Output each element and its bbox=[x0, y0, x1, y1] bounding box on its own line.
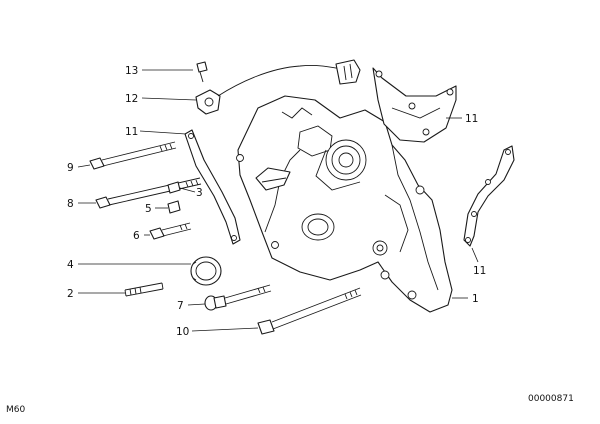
shaft-seal bbox=[190, 256, 222, 286]
label-8: 8 bbox=[67, 198, 74, 210]
label-5: 5 bbox=[145, 203, 152, 215]
gasket-left bbox=[184, 129, 241, 245]
sensor-with-cable bbox=[195, 59, 361, 115]
leader-lines bbox=[77, 69, 479, 332]
label-2: 2 bbox=[67, 288, 74, 300]
dowel-pin-5 bbox=[167, 200, 181, 214]
dowel-pin-3 bbox=[167, 181, 181, 194]
label-1: 1 bbox=[472, 293, 479, 305]
label-11-top-right: 11 bbox=[465, 113, 478, 125]
label-11-right: 11 bbox=[473, 265, 486, 277]
label-13: 13 bbox=[125, 65, 138, 77]
timing-case-cover bbox=[236, 95, 453, 313]
bolt-6 bbox=[149, 222, 192, 240]
diagram-number: 00000871 bbox=[528, 394, 574, 404]
label-6: 6 bbox=[133, 230, 140, 242]
label-11-left: 11 bbox=[125, 126, 138, 138]
label-3: 3 bbox=[196, 187, 203, 199]
bolt-10 bbox=[257, 287, 362, 335]
model-code: M60 bbox=[6, 405, 25, 415]
gasket-top-right bbox=[372, 67, 457, 143]
label-12: 12 bbox=[125, 93, 138, 105]
bolt-8 bbox=[95, 177, 202, 209]
bolt-9 bbox=[89, 141, 177, 170]
stud-2 bbox=[124, 282, 164, 297]
label-4: 4 bbox=[67, 259, 74, 271]
label-7: 7 bbox=[177, 300, 184, 312]
label-9: 9 bbox=[67, 162, 74, 174]
label-10: 10 bbox=[176, 326, 189, 338]
gasket-right bbox=[463, 145, 515, 247]
bolt-7 bbox=[204, 284, 272, 311]
sensor-screw bbox=[196, 61, 208, 83]
